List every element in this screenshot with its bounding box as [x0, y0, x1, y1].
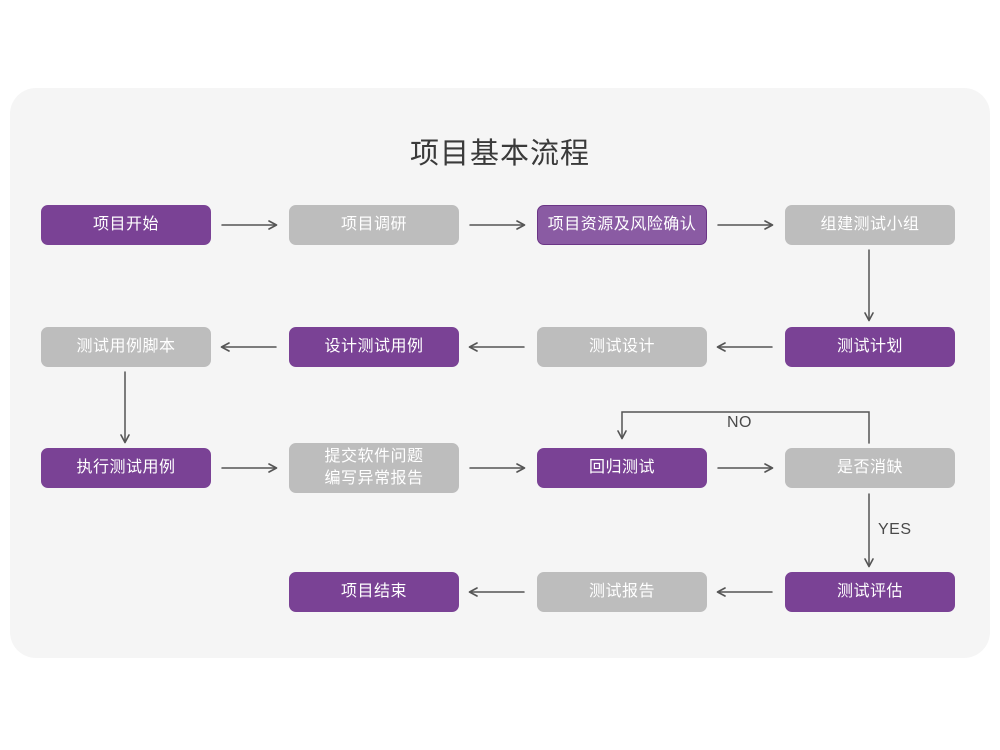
node-test-evaluation[interactable]: 测试评估 — [785, 572, 955, 612]
node-execute-test-case[interactable]: 执行测试用例 — [41, 448, 211, 488]
node-resource-risk-confirm[interactable]: 项目资源及风险确认 — [537, 205, 707, 245]
node-label: 项目开始 — [92, 216, 159, 234]
page-title: 项目基本流程 — [409, 138, 590, 170]
edge-label-no: NO — [727, 414, 752, 431]
flowchart-card — [10, 88, 990, 658]
node-label: 是否消缺 — [836, 459, 903, 477]
node-label: 执行测试用例 — [76, 459, 176, 477]
node-test-plan[interactable]: 测试计划 — [785, 327, 955, 367]
node-label: 设计测试用例 — [324, 338, 424, 356]
node-label: 项目结束 — [340, 583, 407, 601]
node-label: 提交软件问题 编写异常报告 — [324, 448, 424, 487]
node-test-report[interactable]: 测试报告 — [537, 572, 707, 612]
node-defect-cleared-decision[interactable]: 是否消缺 — [785, 448, 955, 488]
node-label: 项目资源及风险确认 — [547, 216, 697, 234]
node-label: 测试报告 — [588, 583, 655, 601]
node-label: 项目调研 — [340, 216, 407, 234]
node-label: 测试评估 — [836, 583, 903, 601]
node-label: 测试计划 — [836, 338, 903, 356]
node-test-case-script[interactable]: 测试用例脚本 — [41, 327, 211, 367]
node-label: 组建测试小组 — [820, 216, 920, 234]
node-project-research[interactable]: 项目调研 — [289, 205, 459, 245]
node-project-start[interactable]: 项目开始 — [41, 205, 211, 245]
arrow-no-loop-n12-to-n11 — [617, 411, 870, 444]
node-design-test-case[interactable]: 设计测试用例 — [289, 327, 459, 367]
node-project-end[interactable]: 项目结束 — [289, 572, 459, 612]
node-submit-issue-report[interactable]: 提交软件问题 编写异常报告 — [289, 443, 459, 493]
node-build-test-team[interactable]: 组建测试小组 — [785, 205, 955, 245]
node-regression-test[interactable]: 回归测试 — [537, 448, 707, 488]
node-label: 回归测试 — [588, 459, 655, 477]
node-label: 测试用例脚本 — [76, 338, 176, 356]
edge-label-yes: YES — [878, 521, 912, 538]
node-label: 测试设计 — [588, 338, 655, 356]
node-test-design[interactable]: 测试设计 — [537, 327, 707, 367]
